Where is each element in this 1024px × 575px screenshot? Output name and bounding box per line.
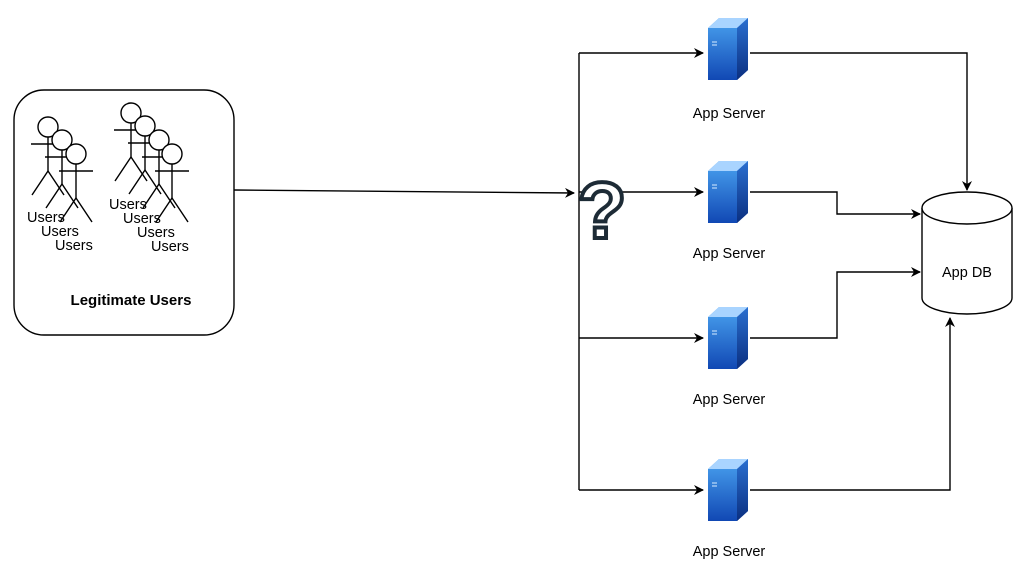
user-label: Users	[27, 210, 65, 226]
user-actors	[31, 102, 189, 223]
server-label: App Server	[693, 544, 766, 560]
users-to-balancer-edge	[233, 187, 575, 198]
server-icon	[708, 306, 748, 370]
database-label: App DB	[942, 265, 992, 281]
user-actor-icon	[114, 102, 148, 182]
user-label: Users	[109, 197, 147, 213]
user-label: Users	[137, 225, 175, 241]
server-4-to-db-edge	[750, 317, 955, 491]
server-2-to-db-edge	[750, 191, 921, 219]
user-label: Users	[41, 224, 79, 240]
user-actor-icon	[31, 116, 65, 196]
server-3-to-db-edge	[750, 267, 921, 339]
server-label: App Server	[693, 106, 766, 122]
database-cylinder-icon	[921, 191, 1013, 315]
server-icon	[708, 458, 748, 522]
server-label: App Server	[693, 246, 766, 262]
server-icon	[708, 18, 748, 80]
user-actor-icon	[155, 143, 189, 223]
user-actor-icon	[142, 129, 176, 209]
user-actor-icon	[59, 143, 93, 223]
user-label: Users	[55, 238, 93, 254]
user-label: Users	[123, 211, 161, 227]
group-label: Legitimate Users	[71, 292, 192, 309]
server-1-to-db-edge	[750, 52, 972, 191]
user-actor-icon	[45, 129, 79, 209]
user-actor-icon	[128, 115, 162, 195]
server-label: App Server	[693, 392, 766, 408]
user-label: Users	[151, 239, 189, 255]
unknown-question-mark: ?	[578, 166, 627, 255]
server-icon	[708, 160, 748, 224]
